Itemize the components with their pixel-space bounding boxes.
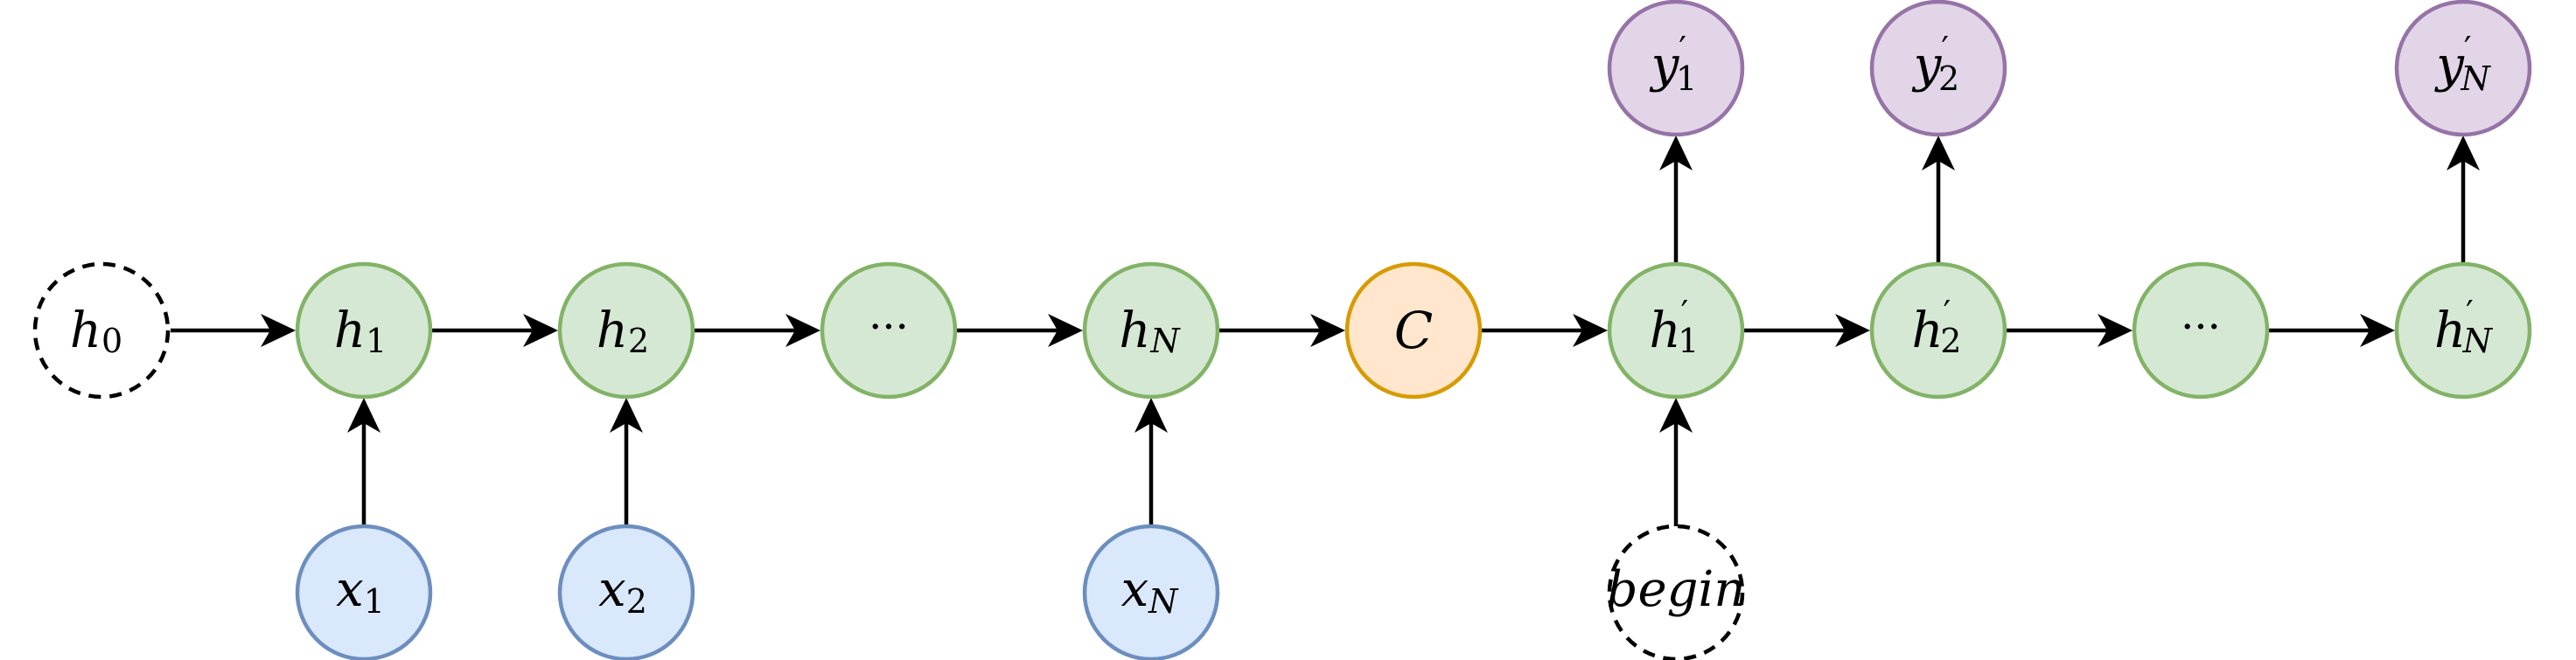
node-y1-circle — [1607, 0, 1745, 137]
arrowheads — [261, 135, 2480, 433]
node-x2-label: x2 — [598, 561, 647, 622]
node-yN-circle — [2394, 0, 2532, 137]
node-h1: h1 — [295, 261, 433, 399]
node-hN-circle — [1082, 261, 1220, 399]
edge-hp2-y2-arrowhead — [1922, 135, 1955, 170]
edge-h0-h1-arrowhead — [261, 314, 296, 347]
node-hp2: h′2 — [1869, 261, 2007, 399]
node-yN: y′N — [2394, 0, 2532, 137]
node-xN: xN — [1082, 524, 1220, 660]
node-h1-circle — [295, 261, 433, 399]
node-begin: begin — [1607, 524, 1746, 660]
edge-C-hp1-arrowhead — [1573, 314, 1608, 347]
node-hpdots-label: ··· — [2181, 302, 2221, 351]
node-begin-circle — [1607, 524, 1745, 660]
node-h2-circle — [557, 261, 695, 399]
edge-x2-h2-arrowhead — [610, 398, 643, 433]
node-y2-circle — [1869, 0, 2007, 137]
node-x2: x2 — [557, 524, 695, 660]
node-y1: y′1 — [1607, 0, 1745, 137]
edge-hN-C-arrowhead — [1310, 314, 1345, 347]
node-hdots-circle — [820, 261, 958, 399]
node-C: C — [1344, 261, 1483, 399]
node-h0: h0 — [32, 261, 171, 399]
node-hdots-label: ··· — [869, 302, 909, 351]
node-h2-label: h2 — [597, 302, 649, 361]
edge-begin-hp1-arrowhead — [1659, 398, 1693, 433]
node-h0-circle — [32, 261, 171, 399]
node-hpN-circle — [2394, 261, 2532, 399]
node-begin-label: begin — [1607, 561, 1746, 618]
node-x1-label: x1 — [336, 561, 385, 622]
node-h1-label: h1 — [334, 302, 387, 361]
node-h0-label: h0 — [70, 302, 122, 361]
node-hp1-label: h′1 — [1650, 294, 1700, 360]
node-y1-label: y′1 — [1649, 30, 1697, 98]
node-hp2-label: h′2 — [1912, 294, 1962, 360]
node-hN-label: hN — [1119, 302, 1181, 361]
node-x1: x1 — [295, 524, 433, 660]
edge-xN-hN-arrowhead — [1134, 398, 1168, 433]
node-C-circle — [1344, 261, 1483, 399]
node-C-label: C — [1394, 301, 1433, 360]
nodes: h0 h1 h2 ··· hN C h′1 h′2 — [32, 0, 2532, 660]
edge-hpdots-hpN-arrowhead — [2360, 314, 2395, 347]
node-hp1: h′1 — [1607, 261, 1745, 399]
node-hpN-label: h′N — [2434, 294, 2494, 360]
node-xN-label: xN — [1121, 561, 1180, 622]
node-h2: h2 — [557, 261, 695, 399]
node-hpdots-circle — [2132, 261, 2270, 399]
node-xN-circle — [1082, 524, 1220, 660]
node-hpdots: ··· — [2132, 261, 2270, 399]
node-x1-circle — [295, 524, 433, 660]
edges — [171, 161, 2466, 526]
edge-hp1-hp2-arrowhead — [1835, 314, 1870, 347]
node-yN-label: y′N — [2433, 30, 2491, 98]
node-hpN: h′N — [2394, 261, 2532, 399]
node-y2: y′2 — [1869, 0, 2007, 137]
edge-h1-h2-arrowhead — [523, 314, 558, 347]
edge-hpN-yN-arrowhead — [2447, 135, 2480, 170]
node-hp1-circle — [1607, 261, 1745, 399]
node-x2-circle — [557, 524, 695, 660]
node-hp2-circle — [1869, 261, 2007, 399]
edge-hdots-hN-arrowhead — [1048, 314, 1083, 347]
node-hN: hN — [1082, 261, 1220, 399]
edge-hp2-hpdots-arrowhead — [2098, 314, 2133, 347]
node-hdots: ··· — [820, 261, 958, 399]
edge-h2-hdots-arrowhead — [785, 314, 820, 347]
node-y2-label: y′2 — [1911, 30, 1959, 98]
edge-x1-h1-arrowhead — [347, 398, 380, 433]
edge-hp1-y1-arrowhead — [1659, 135, 1693, 170]
